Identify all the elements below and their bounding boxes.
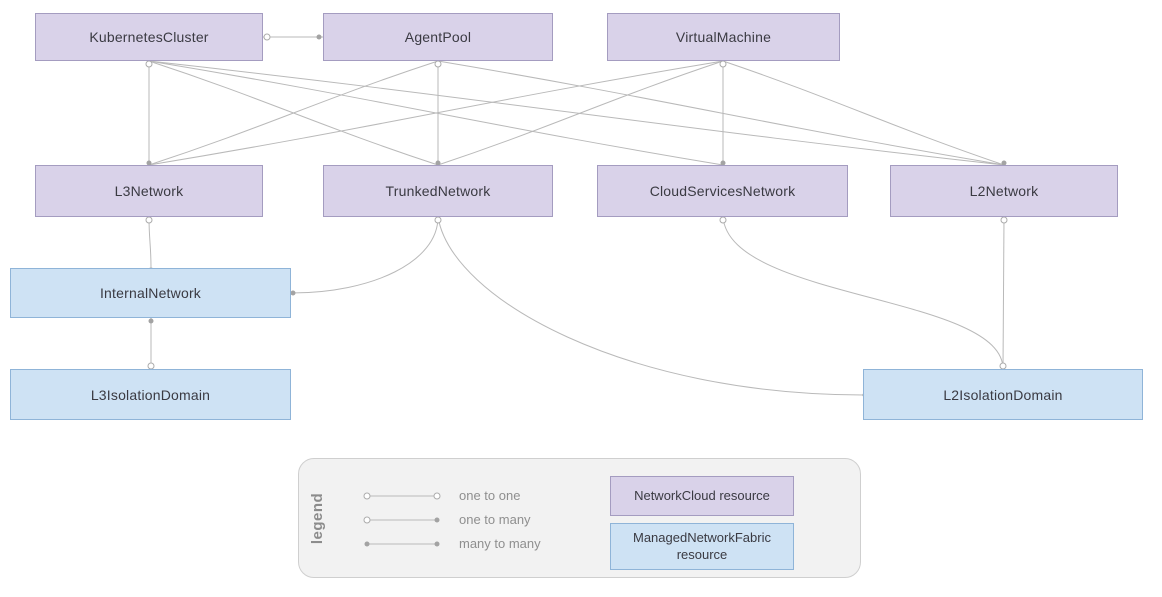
one-to-one-line-icon — [363, 492, 441, 499]
legend-row-one-to-many: one to many — [361, 512, 531, 527]
one-marker — [145, 60, 153, 68]
legend-managednetworkfabric-resource: ManagedNetworkFabric resource — [610, 523, 794, 570]
many-marker — [1001, 160, 1007, 166]
node-virtualmachine: VirtualMachine — [607, 13, 840, 61]
one-marker — [145, 216, 153, 224]
node-cloudservicesnetwork: CloudServicesNetwork — [597, 165, 848, 217]
many-to-many-line-icon — [364, 541, 440, 546]
legend-row-one-to-one: one to one — [361, 488, 520, 503]
many-marker — [720, 160, 726, 166]
edge-l3network-internalnetwork — [148, 216, 152, 269]
many-marker — [146, 160, 152, 166]
edge-virtualmachine-l2network — [722, 60, 1005, 166]
legend-row-many-to-many: many to many — [361, 536, 541, 551]
one-marker — [434, 216, 442, 224]
legend-label-many-to-many: many to many — [459, 536, 541, 551]
node-agentpool: AgentPool — [323, 13, 553, 61]
one-to-many-line-icon — [363, 516, 440, 523]
node-kubernetescluster: KubernetesCluster — [35, 13, 263, 61]
node-l3network: L3Network — [35, 165, 263, 217]
edge-cloudservicesnetwork-l2isolationdomain — [722, 216, 1004, 370]
edge-trunkednetwork-l2isolationdomain — [437, 216, 864, 396]
one-marker — [719, 60, 727, 68]
one-marker — [434, 60, 442, 68]
edge-agentpool-l3network — [148, 60, 439, 166]
legend-label-one-to-many: one to many — [459, 512, 531, 527]
many-marker — [316, 34, 322, 40]
edge-virtualmachine-l3network — [148, 60, 724, 166]
one-marker — [1000, 216, 1008, 224]
node-l2network: L2Network — [890, 165, 1118, 217]
node-internalnetwork: InternalNetwork — [10, 268, 291, 318]
edge-trunkednetwork-internalnetwork — [290, 216, 439, 294]
many-marker — [290, 290, 296, 296]
one-marker — [719, 216, 727, 224]
many-marker — [148, 318, 154, 324]
edge-virtualmachine-trunkednetwork — [437, 60, 724, 166]
one-marker — [263, 33, 271, 41]
legend-panel: legend one to one one to many — [298, 458, 861, 578]
edge-l2network-l2isolationdomain — [1002, 216, 1005, 370]
node-l2isolationdomain: L2IsolationDomain — [863, 369, 1143, 420]
edge-agentpool-l2network — [437, 60, 1005, 166]
node-l3isolationdomain: L3IsolationDomain — [10, 369, 291, 420]
legend-label-one-to-one: one to one — [459, 488, 521, 503]
legend-title-text: legend — [309, 492, 327, 544]
edge-kubernetescluster-l2network — [148, 60, 1005, 166]
legend-title: legend — [305, 459, 331, 577]
many-marker — [435, 160, 441, 166]
node-trunkednetwork: TrunkedNetwork — [323, 165, 553, 217]
legend-networkcloud-resource: NetworkCloud resource — [610, 476, 794, 516]
